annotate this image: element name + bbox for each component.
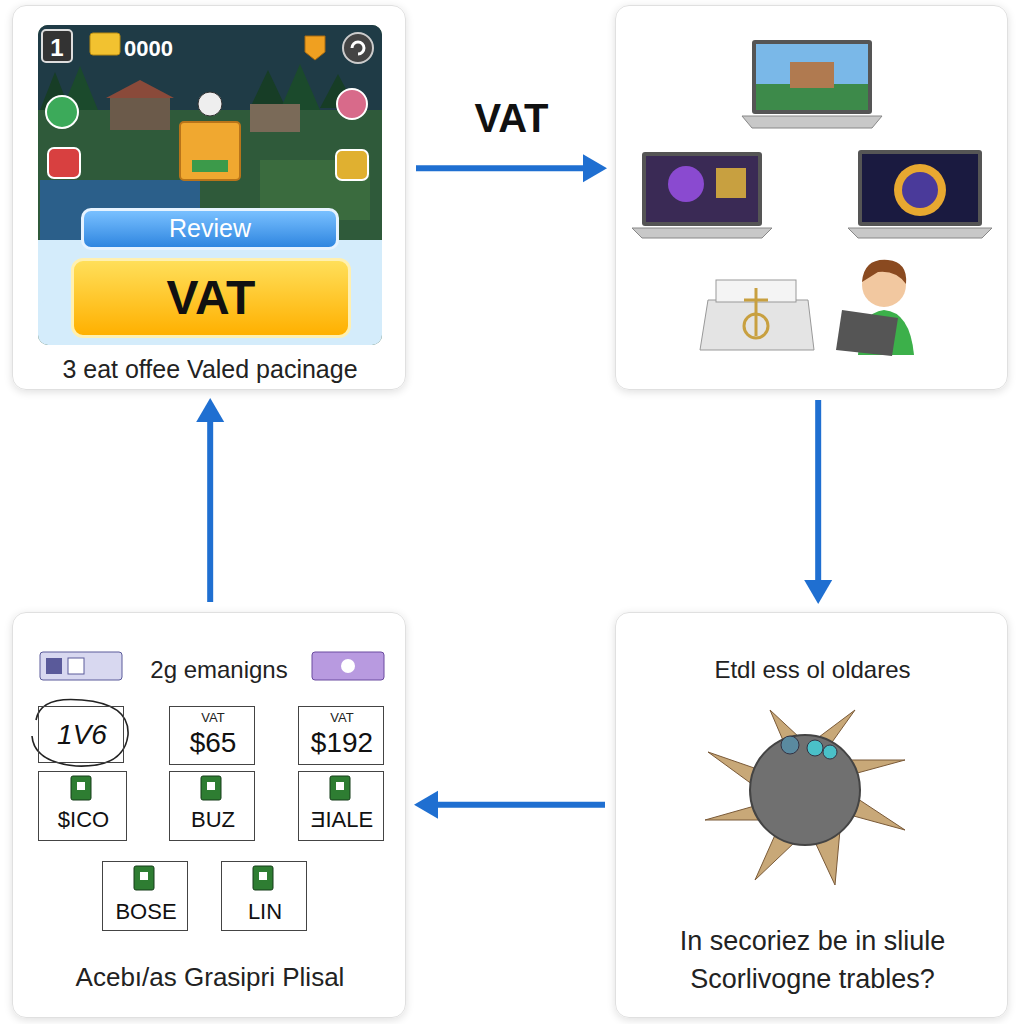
arrow-head xyxy=(196,398,224,422)
level-number: 1 xyxy=(42,33,72,63)
score-counter: 0000 xyxy=(124,35,200,63)
flow-arrow xyxy=(416,154,607,182)
price-card: VAT$192 xyxy=(298,706,384,765)
arrow-head xyxy=(583,154,607,182)
price-card: VAT$65 xyxy=(169,706,255,765)
review-button: Review xyxy=(81,208,339,250)
flow-arrow xyxy=(804,400,832,604)
arrow-shaft xyxy=(436,802,605,808)
step-panel xyxy=(615,5,1008,390)
card-tag: VAT xyxy=(299,710,385,726)
button-label: Review xyxy=(84,213,336,244)
price-card: LIN xyxy=(221,861,307,931)
card-code: $ICO xyxy=(39,806,128,834)
panel-heading: Etdl ess ol oldares xyxy=(622,655,1003,685)
card-price: $192 xyxy=(299,725,385,760)
price-decor xyxy=(32,652,384,890)
step-panel: Etdl ess ol oldares In secoriez be in sli… xyxy=(615,612,1008,1018)
price-card: $ICO xyxy=(38,771,127,841)
card-tag: VAT xyxy=(170,710,256,726)
game-screenshot xyxy=(38,25,382,345)
flow-arrow xyxy=(196,398,224,602)
step-panel: 2g emanignsAcebı/as Grasipri Plisal 1V6 VA… xyxy=(12,612,406,1018)
spiky-rock xyxy=(705,710,905,885)
laptop-illustration xyxy=(632,40,992,356)
price-card: 1V6 xyxy=(38,706,124,763)
arrow-shaft xyxy=(815,400,821,582)
price-card: BOSE xyxy=(102,861,188,931)
card-code: BUZ xyxy=(170,806,256,834)
edge-label: VAT xyxy=(470,93,552,143)
arrow-shaft xyxy=(416,165,585,171)
price-card: ƎIALE xyxy=(298,771,384,841)
arrow-head xyxy=(414,791,438,819)
card-code: 1V6 xyxy=(39,717,125,752)
flow-arrow xyxy=(414,791,605,819)
price-card: BUZ xyxy=(169,771,255,841)
panel-caption: 3 eat offee Valed pacinage xyxy=(19,354,401,385)
card-code: BOSE xyxy=(103,898,189,926)
panel-caption: Acebı/as Grasipri Plisal xyxy=(19,961,401,994)
arrow-shaft xyxy=(207,420,213,602)
card-code: ƎIALE xyxy=(299,806,385,834)
panel-heading: 2g emanigns xyxy=(129,655,309,685)
card-code: LIN xyxy=(222,898,308,926)
panel-caption: In secoriez be in sliule Scorlivogne tra… xyxy=(634,923,991,999)
card-price: $65 xyxy=(170,725,256,760)
arrow-head xyxy=(804,580,832,604)
vat-button: VAT xyxy=(71,258,351,338)
button-label: VAT xyxy=(74,268,348,328)
step-panel: 3 eat offee Valed pacinage ReviewVAT xyxy=(12,5,406,390)
